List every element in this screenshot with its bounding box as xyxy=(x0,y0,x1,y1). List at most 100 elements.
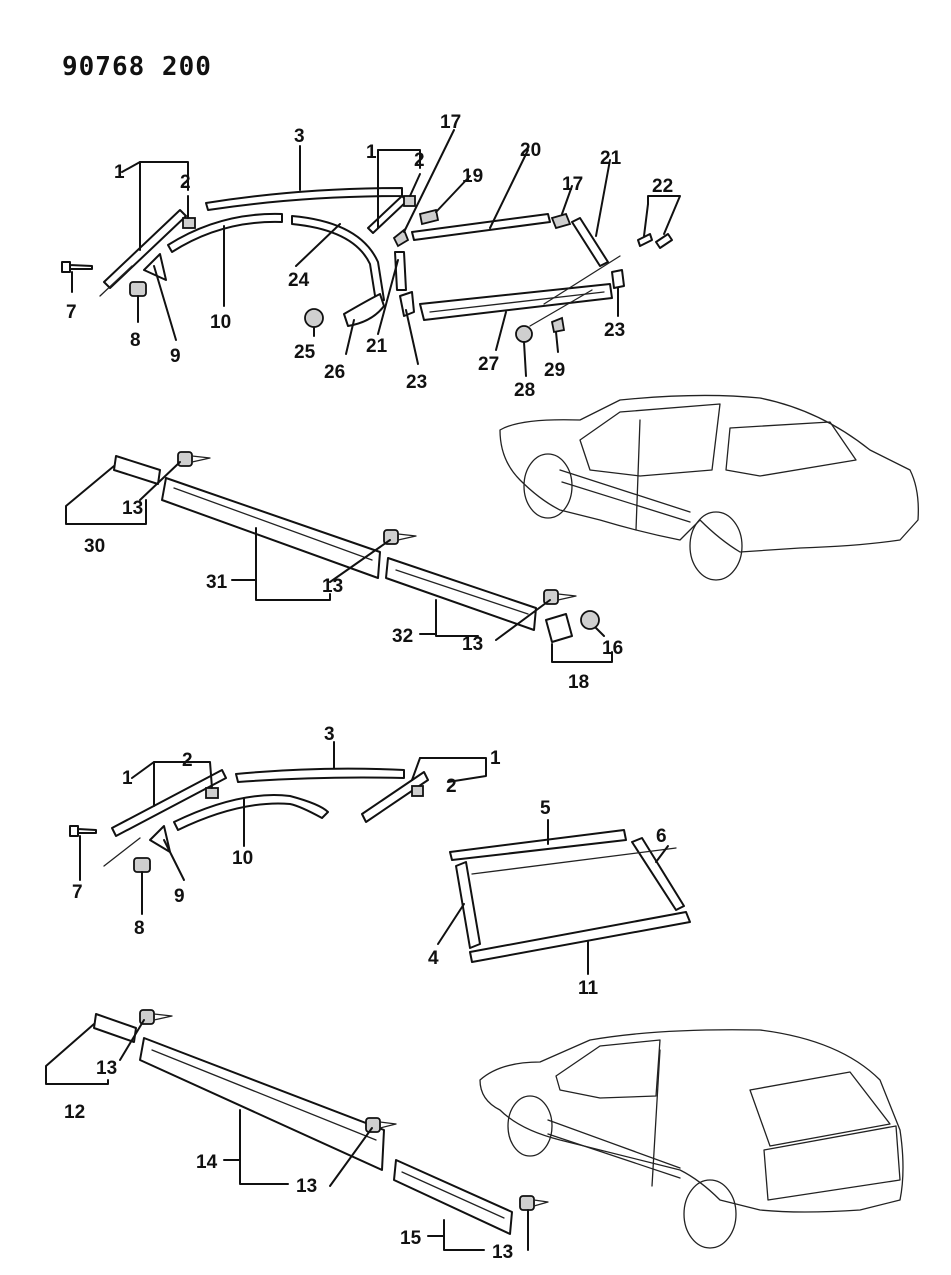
part-12-front-molding xyxy=(93,1013,137,1043)
label-19: 19 xyxy=(462,166,483,187)
part-23-corner xyxy=(399,291,415,317)
part-17b-corner xyxy=(550,212,572,230)
section-side-moldings-hatch: 13 12 14 13 15 13 xyxy=(45,1009,549,1263)
label-26: 26 xyxy=(324,362,345,383)
part-31-door-molding xyxy=(161,477,381,579)
label-c11: 11 xyxy=(578,978,599,999)
part-6-windshield-side xyxy=(631,837,685,911)
part-19-clip xyxy=(418,208,440,226)
diagram-number: 90768 200 xyxy=(62,52,212,82)
label-8: 8 xyxy=(130,330,141,351)
label-7: 7 xyxy=(66,302,77,323)
part-1b-pillar-molding xyxy=(367,195,408,234)
label-d15: 15 xyxy=(400,1228,422,1249)
label-c1b: 1 xyxy=(490,748,501,769)
label-c7: 7 xyxy=(72,882,83,903)
label-c6: 6 xyxy=(656,826,667,847)
label-18: 18 xyxy=(568,672,589,693)
label-1b: 1 xyxy=(366,142,377,163)
part-26-bracket xyxy=(343,293,385,327)
part-22b-screw xyxy=(655,233,673,249)
label-2: 2 xyxy=(180,172,191,193)
section-upper-moldings: 1 2 3 1 2 17 19 20 17 21 22 7 8 9 10 24 … xyxy=(61,112,681,401)
label-24: 24 xyxy=(288,270,310,291)
label-23b: 23 xyxy=(604,320,625,341)
part-10-frame-molding xyxy=(167,212,283,253)
label-31: 31 xyxy=(206,572,228,593)
part-8-c-nut xyxy=(133,857,151,873)
label-21b: 21 xyxy=(366,336,388,357)
label-d13b: 13 xyxy=(296,1176,317,1197)
label-10: 10 xyxy=(210,312,231,333)
label-25: 25 xyxy=(294,342,316,363)
label-13b: 13 xyxy=(322,576,343,597)
label-d12: 12 xyxy=(64,1102,85,1123)
part-11-windshield-bottom xyxy=(469,911,691,963)
part-15-rear-molding xyxy=(393,1159,513,1235)
label-d14: 14 xyxy=(196,1152,218,1173)
clip-13a xyxy=(177,451,211,467)
label-c3: 3 xyxy=(324,724,335,745)
part-21-side-molding xyxy=(394,251,407,291)
part-32-rear-molding xyxy=(385,557,537,631)
part-3-roof-molding xyxy=(205,187,403,211)
part-16-grommet xyxy=(580,610,600,630)
label-1: 1 xyxy=(114,162,125,183)
part-9-c-bracket xyxy=(149,825,171,853)
part-10-c-frame-molding xyxy=(173,794,329,831)
label-c4: 4 xyxy=(428,948,439,969)
label-d13c: 13 xyxy=(492,1242,513,1263)
label-c1: 1 xyxy=(122,768,133,789)
part-29-clip xyxy=(550,316,566,334)
label-23: 23 xyxy=(406,372,427,393)
part-25-grommet xyxy=(304,308,324,328)
part-7-screw xyxy=(61,261,93,273)
clip-13f xyxy=(519,1195,549,1211)
clip-13b xyxy=(383,529,417,545)
part-3-c-roof-molding xyxy=(235,767,405,783)
part-23b-corner xyxy=(611,269,625,289)
part-8-nut xyxy=(129,281,147,297)
clip-13e xyxy=(365,1117,397,1133)
label-c2: 2 xyxy=(182,750,193,771)
label-c5: 5 xyxy=(540,798,551,819)
part-14-door-molding xyxy=(139,1037,385,1171)
label-20: 20 xyxy=(520,140,541,161)
label-17: 17 xyxy=(440,112,461,133)
label-22: 22 xyxy=(652,176,673,197)
section-side-moldings-sedan: 13 30 31 13 32 13 16 18 xyxy=(65,451,623,693)
part-2-c2-clip xyxy=(411,785,424,797)
label-13c: 13 xyxy=(462,634,483,655)
label-28: 28 xyxy=(514,380,535,401)
part-4-windshield-side xyxy=(455,861,481,949)
part-20-rear-top-molding xyxy=(411,213,551,241)
label-9: 9 xyxy=(170,346,181,367)
section-upper-moldings-hatch: 3 1 2 1 2 7 8 9 10 5 6 4 11 xyxy=(69,724,691,999)
part-30-front-molding xyxy=(113,455,161,485)
label-c2b: 2 xyxy=(446,776,457,797)
label-3: 3 xyxy=(294,126,305,147)
part-1-c-pillar-molding xyxy=(111,769,227,837)
sedan-car-illustration xyxy=(499,394,919,581)
label-13a: 13 xyxy=(122,498,143,519)
label-30: 30 xyxy=(84,536,105,557)
label-16: 16 xyxy=(602,638,623,659)
label-29: 29 xyxy=(544,360,565,381)
hatchback-car-illustration xyxy=(479,1029,904,1249)
part-1-pillar-molding xyxy=(103,209,187,289)
part-1-c2-pillar-molding xyxy=(361,771,429,823)
part-22-screw xyxy=(637,233,653,247)
part-28-bolt xyxy=(515,325,533,343)
clip-13d xyxy=(139,1009,173,1025)
label-32: 32 xyxy=(392,626,413,647)
label-c8: 8 xyxy=(134,918,145,939)
label-27: 27 xyxy=(478,354,499,375)
part-5-windshield-top xyxy=(449,829,627,861)
part-7-c-screw xyxy=(69,825,97,837)
part-18-end-cap xyxy=(545,613,573,643)
part-2-c-clip xyxy=(205,787,219,799)
label-c9: 9 xyxy=(174,886,185,907)
label-d13a: 13 xyxy=(96,1058,117,1079)
part-2-clip xyxy=(182,217,196,229)
